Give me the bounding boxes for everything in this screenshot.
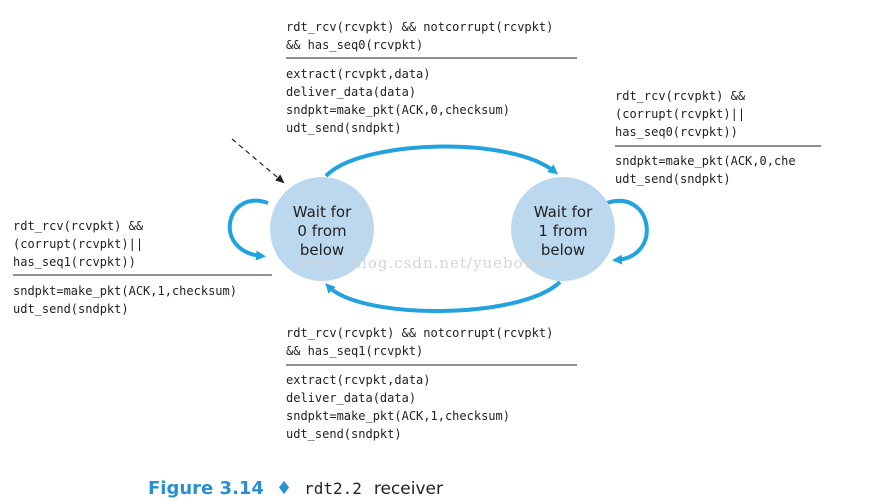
watermark: http://blog.csdn.net/yuebowhu	[298, 254, 559, 272]
state-wait-for-1	[511, 177, 615, 281]
top-action-line-2: deliver_data(data)	[286, 85, 416, 99]
caption-label: Figure 3.14	[148, 478, 264, 499]
state0-line-2: 0 from	[297, 222, 346, 240]
right-action-line-2: udt_send(sndpkt)	[615, 172, 731, 186]
right-event-line-2: (corrupt(rcvpkt)||	[615, 107, 745, 121]
state0-line-1: Wait for	[293, 203, 352, 221]
arrow-bottom-wait1-to-wait0	[325, 280, 562, 313]
bottom-event-line-1: rdt_rcv(rcvpkt) && notcorrupt(rcvpkt)	[286, 326, 553, 340]
left-action-line-2: udt_send(sndpkt)	[13, 302, 129, 316]
arrow-self-loop-wait0	[227, 198, 269, 261]
left-event-line-2: (corrupt(rcvpkt)||	[13, 237, 143, 251]
figure-caption: Figure 3.14 ♦ rdt2.2 receiver	[148, 478, 443, 499]
caption-text: receiver	[374, 479, 443, 499]
initial-state-arrow	[231, 138, 285, 184]
arrow-top-wait0-to-wait1	[324, 144, 559, 178]
state0-line-3: below	[300, 241, 344, 259]
bottom-action-line-2: deliver_data(data)	[286, 391, 416, 405]
top-action-line-4: udt_send(sndpkt)	[286, 121, 402, 135]
state-wait-for-0	[270, 177, 374, 281]
top-action-line-1: extract(rcvpkt,data)	[286, 67, 431, 81]
right-event-line-1: rdt_rcv(rcvpkt) &&	[615, 89, 746, 103]
right-action-line-1: sndpkt=make_pkt(ACK,0,che	[615, 154, 796, 168]
left-event-line-1: rdt_rcv(rcvpkt) &&	[13, 219, 144, 233]
bottom-event-line-2: && has_seq1(rcvpkt)	[286, 344, 423, 358]
left-action-line-1: sndpkt=make_pkt(ACK,1,checksum)	[13, 284, 237, 298]
left-event-line-3: has_seq1(rcvpkt))	[13, 255, 136, 269]
caption-bullet: ♦	[276, 478, 292, 499]
state1-line-3: below	[541, 241, 585, 259]
state1-line-1: Wait for	[534, 203, 593, 221]
top-event-line-2: && has_seq0(rcvpkt)	[286, 38, 423, 52]
right-event-line-3: has_seq0(rcvpkt))	[615, 125, 738, 139]
top-action-line-3: sndpkt=make_pkt(ACK,0,checksum)	[286, 103, 510, 117]
bottom-action-line-3: sndpkt=make_pkt(ACK,1,checksum)	[286, 409, 510, 423]
state1-line-2: 1 from	[538, 222, 587, 240]
caption-code: rdt2.2	[304, 479, 362, 498]
bottom-action-line-4: udt_send(sndpkt)	[286, 427, 402, 441]
top-event-line-1: rdt_rcv(rcvpkt) && notcorrupt(rcvpkt)	[286, 20, 553, 34]
bottom-action-line-1: extract(rcvpkt,data)	[286, 373, 431, 387]
arrow-self-loop-wait1	[606, 198, 649, 265]
